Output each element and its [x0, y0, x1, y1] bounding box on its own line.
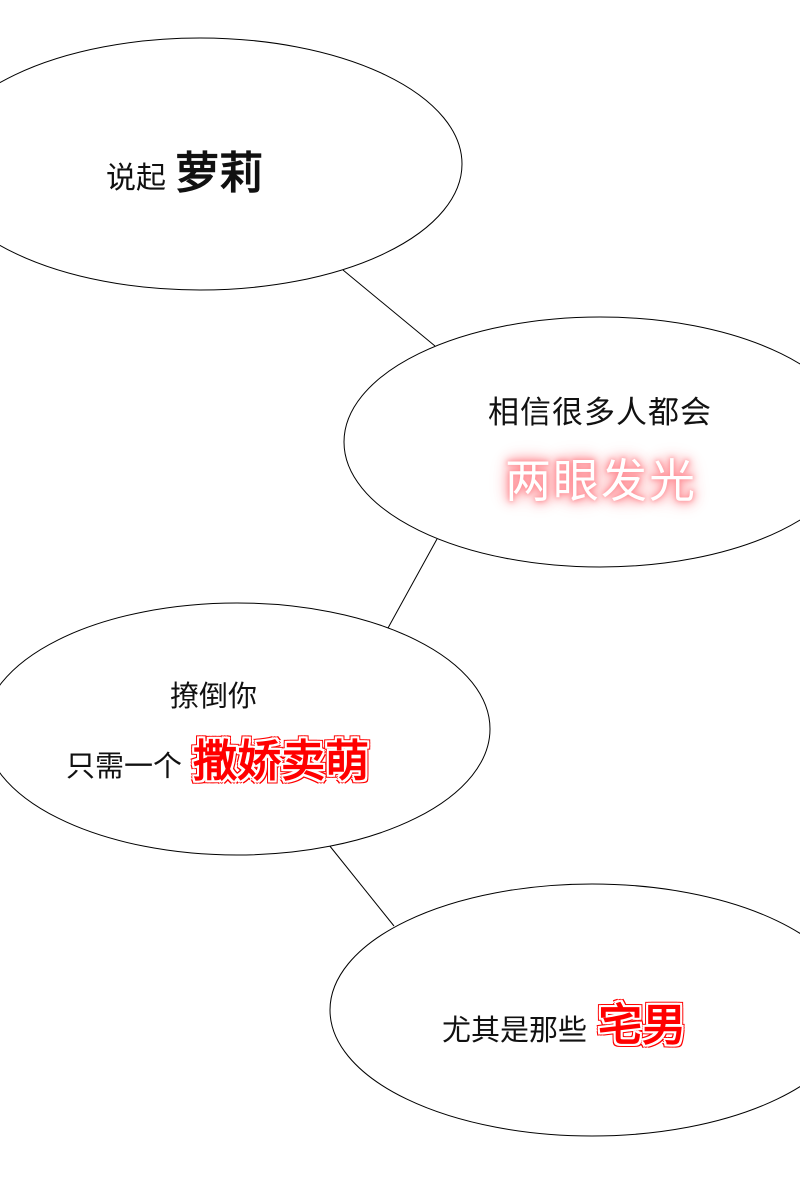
connector-line-1 [342, 269, 436, 347]
bubble-3-emphasis-text: 撒娇卖萌 [193, 736, 370, 787]
bubble-3-plain-text: 只需一个 [66, 749, 183, 783]
bubble-4-text: 尤其是那些 宅男 [442, 1004, 686, 1048]
bubble-3-ellipse [0, 602, 491, 856]
bubble-4-plain-text: 尤其是那些 [442, 1013, 588, 1047]
bubble-2-line-1: 相信很多人都会 [488, 395, 712, 431]
bubble-1-plain-text: 说起 [106, 161, 166, 196]
connector-line-2 [387, 538, 438, 629]
bubble-1-text: 说起 萝莉 [106, 152, 263, 196]
bubble-1-emphasis-text: 萝莉 [175, 148, 264, 199]
connector-line-3 [328, 844, 395, 927]
bubble-4-emphasis-text: 宅男 [598, 1000, 687, 1051]
bubble-2-glow-text: 两眼发光 [505, 454, 697, 508]
bubble-2-ellipse [343, 316, 800, 568]
bubble-3-line-1: 撩倒你 [170, 679, 258, 713]
bubble-1-ellipse [0, 37, 463, 291]
bubble-4-ellipse [329, 883, 800, 1137]
bubble-3-line-2: 只需一个 撒娇卖萌 [66, 740, 369, 784]
